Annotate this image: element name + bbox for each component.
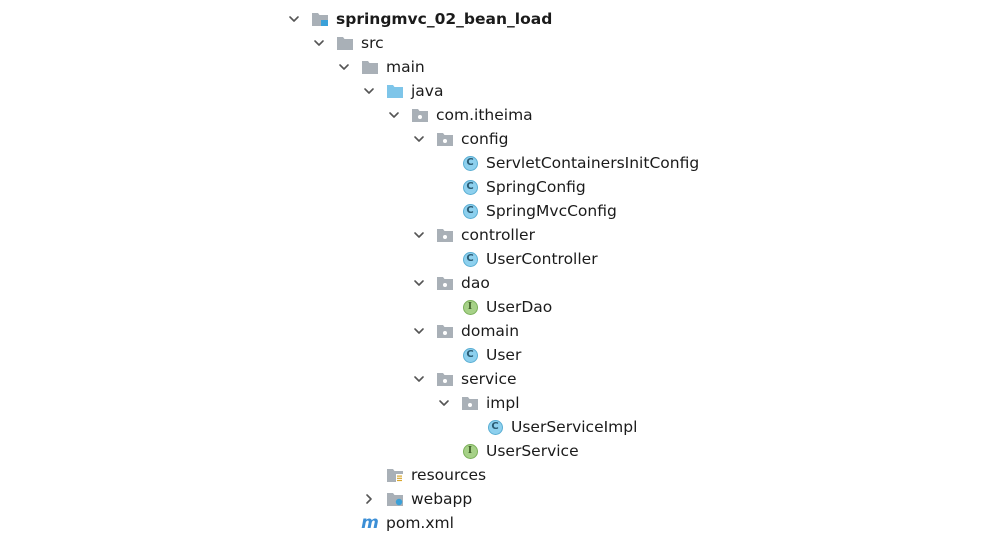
tree-node-label: ServletContainersInitConfig — [486, 154, 700, 172]
tree-node-label: UserService — [486, 442, 579, 460]
chevron-down-icon[interactable] — [387, 103, 401, 127]
tree-node[interactable]: webapp — [0, 487, 1002, 511]
class-icon: C — [486, 418, 504, 436]
tree-node-label: resources — [411, 466, 487, 484]
resources-folder-icon — [386, 466, 404, 484]
chevron-down-icon[interactable] — [412, 367, 426, 391]
tree-node[interactable]: C UserServiceImpl — [0, 415, 1002, 439]
chevron-down-icon[interactable] — [412, 223, 426, 247]
tree-node[interactable]: service — [0, 367, 1002, 391]
tree-node-label: SpringConfig — [486, 178, 586, 196]
tree-node[interactable]: resources — [0, 463, 1002, 487]
chevron-right-icon[interactable] — [362, 487, 376, 511]
class-icon: C — [461, 202, 479, 220]
chevron-down-icon[interactable] — [337, 55, 351, 79]
chevron-down-icon[interactable] — [412, 319, 426, 343]
tree-node-label: main — [386, 58, 425, 76]
package-icon — [436, 274, 454, 292]
tree-node[interactable]: C ServletContainersInitConfig — [0, 151, 1002, 175]
tree-node[interactable]: java — [0, 79, 1002, 103]
chevron-down-icon[interactable] — [362, 79, 376, 103]
chevron-down-icon[interactable] — [412, 127, 426, 151]
tree-node-label: impl — [486, 394, 520, 412]
tree-node[interactable]: C SpringConfig — [0, 175, 1002, 199]
class-icon: C — [461, 250, 479, 268]
tree-node[interactable]: springmvc_02_bean_load — [0, 7, 1002, 31]
chevron-down-icon[interactable] — [312, 31, 326, 55]
maven-icon: m — [361, 512, 379, 533]
web-folder-icon — [386, 490, 404, 508]
tree-node[interactable]: com.itheima — [0, 103, 1002, 127]
tree-node[interactable]: m pom.xml — [0, 511, 1002, 535]
tree-node[interactable]: controller — [0, 223, 1002, 247]
class-icon: C — [461, 346, 479, 364]
tree-node[interactable]: dao — [0, 271, 1002, 295]
class-icon: C — [461, 154, 479, 172]
module-folder-icon — [311, 10, 329, 28]
interface-icon: I — [461, 298, 479, 316]
tree-node-label: dao — [461, 274, 490, 292]
tree-node-label: controller — [461, 226, 535, 244]
tree-node-label: UserServiceImpl — [511, 418, 638, 436]
tree-node-label: domain — [461, 322, 520, 340]
tree-node[interactable]: main — [0, 55, 1002, 79]
package-icon — [436, 322, 454, 340]
tree-node[interactable]: C SpringMvcConfig — [0, 199, 1002, 223]
tree-node-label: webapp — [411, 490, 473, 508]
package-icon — [411, 106, 429, 124]
package-icon — [436, 370, 454, 388]
tree-node[interactable]: C User — [0, 343, 1002, 367]
class-icon: C — [461, 178, 479, 196]
folder-icon — [361, 58, 379, 76]
tree-node[interactable]: domain — [0, 319, 1002, 343]
tree-node[interactable]: src — [0, 31, 1002, 55]
chevron-down-icon[interactable] — [412, 271, 426, 295]
tree-node-label: UserDao — [486, 298, 553, 316]
folder-icon — [336, 34, 354, 52]
tree-node-label: src — [361, 34, 384, 52]
chevron-down-icon[interactable] — [287, 7, 301, 31]
interface-icon: I — [461, 442, 479, 460]
tree-node-label: config — [461, 130, 509, 148]
tree-node-label: pom.xml — [386, 514, 454, 532]
tree-node-label: java — [411, 82, 444, 100]
source-root-folder-icon — [386, 82, 404, 100]
tree-node[interactable]: I UserDao — [0, 295, 1002, 319]
package-icon — [436, 130, 454, 148]
tree-node[interactable]: C UserController — [0, 247, 1002, 271]
package-icon — [461, 394, 479, 412]
tree-node-label: service — [461, 370, 517, 388]
tree-node[interactable]: I UserService — [0, 439, 1002, 463]
tree-node-label: UserController — [486, 250, 598, 268]
tree-node-label: springmvc_02_bean_load — [336, 10, 553, 28]
package-icon — [436, 226, 454, 244]
chevron-down-icon[interactable] — [437, 391, 451, 415]
tree-node[interactable]: config — [0, 127, 1002, 151]
tree-node-label: com.itheima — [436, 106, 533, 124]
tree-node-label: SpringMvcConfig — [486, 202, 617, 220]
tree-node-label: User — [486, 346, 522, 364]
tree-node[interactable]: impl — [0, 391, 1002, 415]
